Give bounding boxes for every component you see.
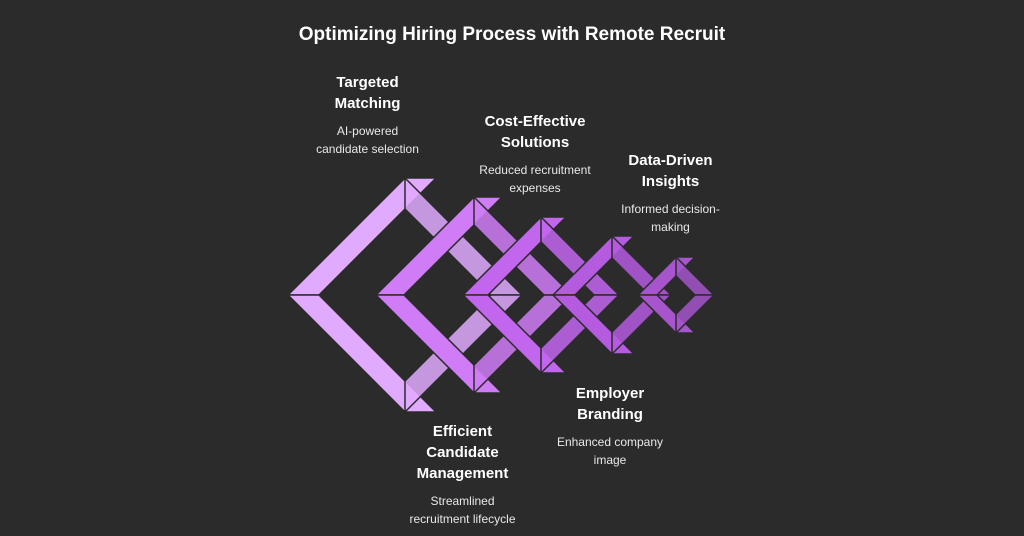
step-description: AI-powered candidate selection — [316, 124, 419, 156]
step-heading: Cost-Effective Solutions — [484, 113, 586, 151]
step-cost-effective-solutions: Cost-Effective Solutions Reduced recruit… — [460, 111, 610, 197]
step-data-driven-insights: Data-Driven Insights Informed decision- … — [603, 150, 738, 236]
step-efficient-candidate-management: Efficient Candidate Management Streamlin… — [395, 421, 530, 528]
chevron-facet — [374, 294, 504, 394]
chevron-facet — [540, 294, 621, 375]
step-description: Informed decision- making — [621, 202, 720, 234]
chevron-facet — [675, 294, 716, 335]
chevron-cost-effective-solutions — [461, 215, 621, 375]
step-description: Streamlined recruitment lifecycle — [409, 494, 516, 526]
diagram-title: Optimizing Hiring Process with Remote Re… — [298, 24, 726, 45]
step-employer-branding: Employer Branding Enhanced company image — [540, 383, 680, 469]
chevron-facet — [286, 294, 438, 413]
step-targeted-matching: Targeted Matching AI-powered candidate s… — [300, 72, 435, 158]
step-heading: Data-Driven Insights — [628, 152, 713, 190]
chevron-data-driven-insights — [636, 255, 716, 335]
step-heading: Targeted Matching — [334, 74, 401, 112]
chevron-facet — [675, 255, 716, 296]
step-heading: Efficient Candidate Management — [416, 423, 509, 482]
step-description: Enhanced company image — [556, 435, 664, 467]
step-heading: Employer Branding — [575, 385, 645, 423]
step-description: Reduced recruitment expenses — [479, 163, 591, 195]
